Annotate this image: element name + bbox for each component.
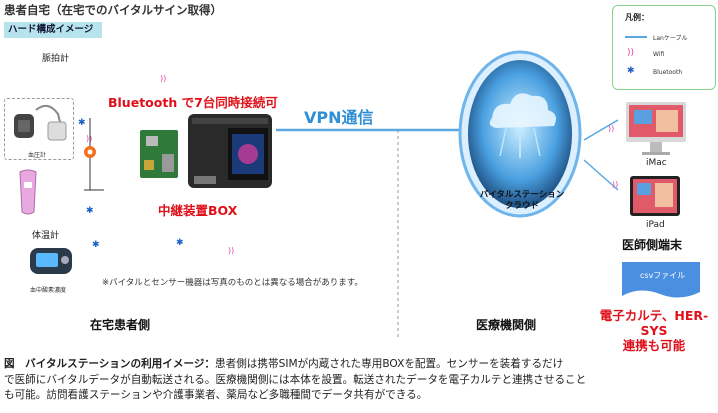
wifi-icon: )) <box>228 246 235 255</box>
legend-bluetooth-label: Bluetooth <box>653 69 683 76</box>
bluetooth-icon: ✱ <box>627 66 635 76</box>
hardware-badge: ハード構成イメージ <box>4 22 102 38</box>
wifi-icon: )) <box>612 180 619 189</box>
badge-label: ハード構成イメージ <box>8 24 94 35</box>
caption-line1-text: 患者側は携帯SIMが内蔵された専用BOXを配置。センサーを装着するだけ <box>215 358 564 370</box>
cloud-label-line1: バイタルステーション <box>479 190 565 200</box>
oximeter-label: 血中酸素濃度 <box>30 287 67 294</box>
cloud-label-line2: クラウド <box>504 201 539 211</box>
terminal-link-lines <box>583 119 619 191</box>
bluetooth-icon: ✱ <box>86 206 94 216</box>
relay-box-label: 中継装置BOX <box>158 203 238 218</box>
cloud-label: バイタルステーション クラウド <box>464 190 580 212</box>
oximeter-image <box>30 248 72 274</box>
vpn-label: VPN通信 <box>304 108 374 127</box>
device-connection-lines <box>84 118 104 191</box>
patient-side-label: 在宅患者側 <box>90 318 151 332</box>
figure-caption: 図 バイタルステーションの利用イメージ：患者側は携帯SIMが内蔵された専用BOX… <box>4 357 716 404</box>
section-divider <box>397 130 399 340</box>
page-title: 患者自宅（在宅でのバイタルサイン取得） <box>4 3 223 17</box>
bluetooth-icon: ✱ <box>176 238 184 248</box>
disclaimer-note: ※バイタルとセンサー機器は写真のものとは異なる場合があります。 <box>102 278 363 288</box>
legend-lan-label: Lanケーブル <box>653 35 688 42</box>
pulse-bp-group <box>4 98 74 160</box>
wifi-icon: )) <box>608 124 615 133</box>
imac-image <box>626 102 686 155</box>
caption-line2: で医師にバイタルデータが自動転送される。医療機関側には本体を設置。転送されたデー… <box>4 373 587 386</box>
wifi-icon: )) <box>86 134 93 143</box>
caption-line3: も可能。訪問看護ステーションや介護事業者、薬局など多職種間でデータ共有ができる。 <box>4 389 428 401</box>
pulse-meter-label: 脈拍計 <box>42 54 70 64</box>
bluetooth-icon: ✱ <box>92 240 100 250</box>
doctor-terminal-label: 医師側端末 <box>622 238 683 252</box>
legend-title: 凡例： <box>625 13 649 22</box>
legend-box: 凡例： Lanケーブル )) Wifi ✱ Bluetooth <box>612 5 716 90</box>
wifi-icon: )) <box>627 48 635 58</box>
ipad-image <box>630 176 680 216</box>
legend-wifi-label: Wifi <box>653 51 665 58</box>
ehr-line2: 連携も可能 <box>622 338 686 353</box>
ehr-link-text: 電子カルテ、HER-SYS 連携も可能 <box>592 308 716 353</box>
thermometer-label: 体温計 <box>32 231 60 241</box>
ipad-label: iPad <box>646 220 665 230</box>
caption-lead: 図 バイタルステーションの利用イメージ： <box>4 358 216 370</box>
raspberry-pi-image <box>140 130 178 178</box>
bluetooth-caption: Bluetooth で7台同時接続可 <box>108 95 278 110</box>
lan-cable-icon <box>625 36 647 38</box>
bp-meter-image <box>14 104 67 141</box>
wifi-icon: )) <box>160 74 167 83</box>
bluetooth-icon: ✱ <box>78 118 86 128</box>
ehr-line1: 電子カルテ、HER-SYS <box>599 308 709 338</box>
relay-box-image <box>188 114 272 188</box>
imac-label: iMac <box>646 158 667 168</box>
bp-meter-label: 血圧計 <box>28 152 47 159</box>
thermometer-image <box>19 169 37 215</box>
cloud-image <box>458 50 582 218</box>
csv-file-label: csvファイル <box>640 271 686 280</box>
vpn-link-line <box>276 128 466 132</box>
medical-side-label: 医療機関側 <box>476 318 537 332</box>
caption-line1: 図 バイタルステーションの利用イメージ：患者側は携帯SIMが内蔵された専用BOX… <box>4 357 716 373</box>
csv-file-image <box>622 262 700 298</box>
